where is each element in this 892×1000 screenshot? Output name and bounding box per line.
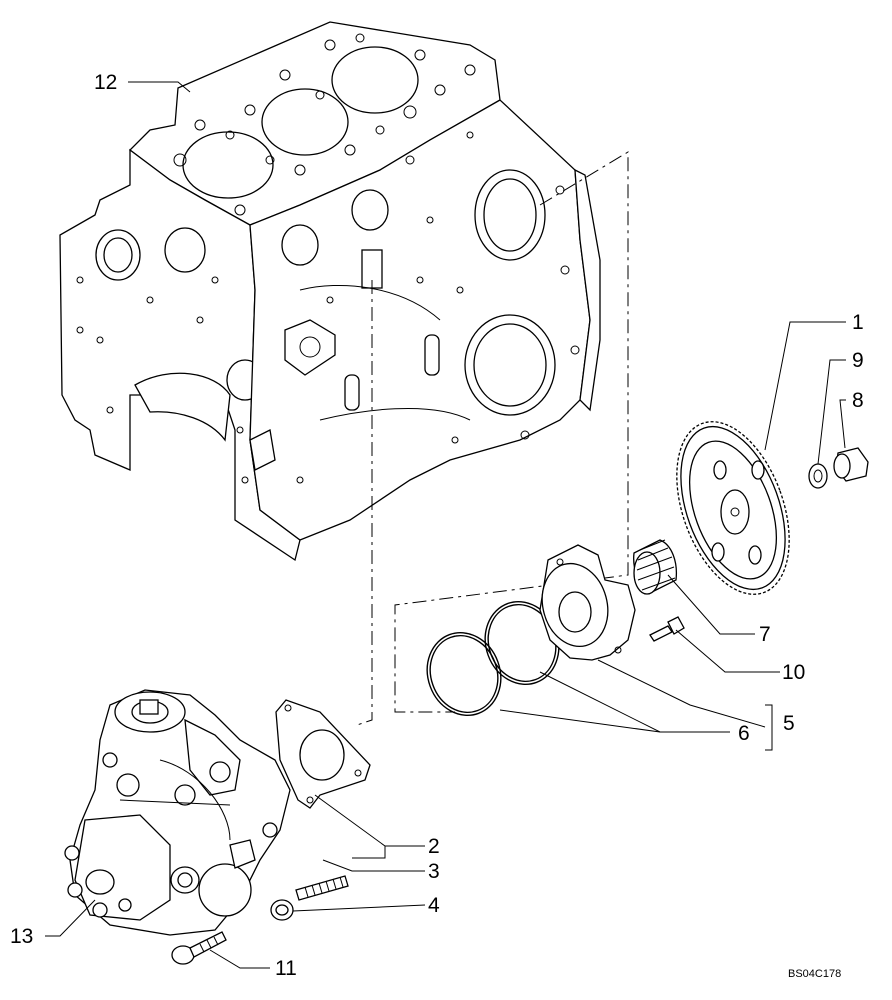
nut-part-4: [270, 899, 294, 921]
reference-code: BS04C178: [788, 968, 841, 980]
washer-part-9: [808, 463, 828, 489]
callout-8: 8: [852, 389, 864, 412]
stud-part-3: [295, 875, 349, 901]
alignment-lines: [356, 151, 629, 726]
callout-4: 4: [428, 894, 440, 917]
callout-10: 10: [782, 661, 805, 684]
callout-5: 5: [783, 712, 795, 735]
gasket-part-2: [275, 699, 371, 809]
leader-lines: [45, 81, 846, 969]
o-rings-part-6: [426, 600, 560, 717]
callout-11: 11: [275, 957, 297, 980]
callout-13: 13: [10, 925, 33, 948]
pinion-gear-part-7: [633, 539, 678, 595]
callout-2: 2: [428, 835, 440, 858]
callout-1: 1: [852, 311, 864, 334]
engine-block: [59, 21, 601, 562]
callout-labels: 12 1 9 8 7 10 6 5 2 3 4 11 13: [10, 71, 864, 980]
screw-part-10: [649, 616, 685, 642]
bolt-part-11: [171, 931, 227, 965]
callout-7: 7: [759, 623, 771, 646]
callout-3: 3: [428, 860, 440, 883]
adapter-housing-part-5: [539, 544, 636, 661]
callout-12: 12: [94, 71, 117, 94]
nut-part-8: [833, 447, 869, 482]
injection-pump: [64, 689, 291, 936]
drive-gear-part-1: [676, 421, 790, 595]
callout-9: 9: [852, 349, 864, 372]
callout-6: 6: [738, 722, 750, 745]
